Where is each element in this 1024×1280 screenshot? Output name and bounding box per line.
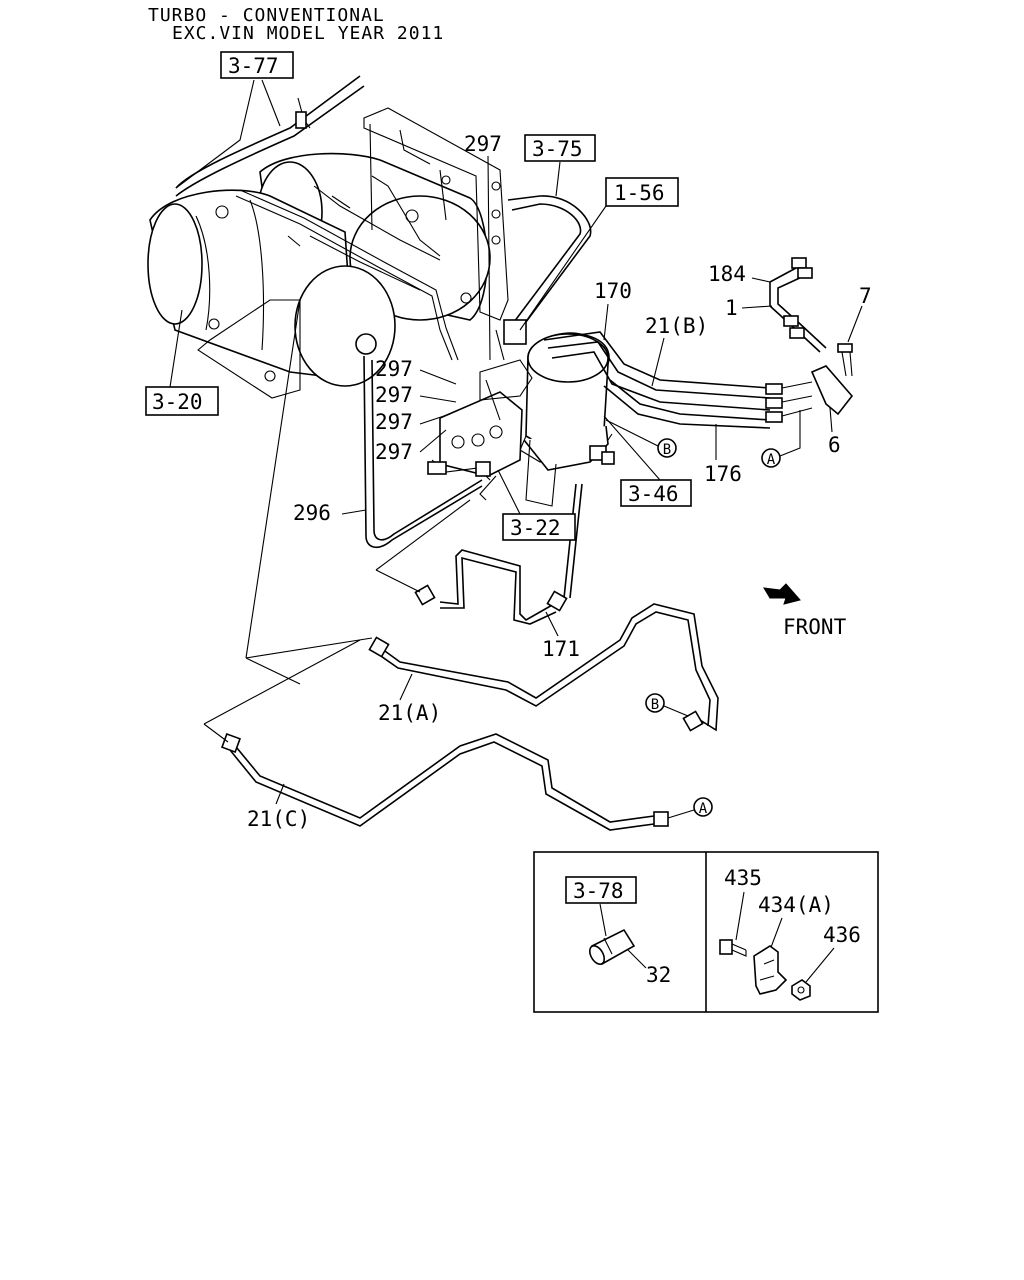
nut-436-icon: [791, 979, 811, 1001]
label-32: 32: [646, 963, 671, 987]
ref-3-77[interactable]: 3-77: [220, 51, 294, 79]
air-tank-assembly: [147, 75, 509, 399]
front-arrow-icon: [763, 583, 801, 605]
label-176: 176: [704, 462, 742, 486]
svg-text:B: B: [651, 697, 659, 713]
ref-1-56[interactable]: 1-56: [605, 177, 679, 207]
label-171: 171: [542, 637, 580, 661]
svg-text:B: B: [663, 442, 671, 458]
connector-a-upper: A: [761, 448, 781, 468]
label-1: 1: [725, 296, 738, 320]
svg-text:3-22: 3-22: [510, 516, 561, 540]
svg-text:3-78: 3-78: [573, 879, 624, 903]
label-297-c: 297: [375, 410, 413, 434]
connector-b-lower: B: [645, 693, 665, 713]
label-296: 296: [293, 501, 331, 525]
front-label: FRONT: [783, 615, 847, 639]
label-434a: 434(A): [758, 893, 834, 917]
svg-text:A: A: [699, 801, 708, 817]
label-184: 184: [708, 262, 746, 286]
air-dryer-assembly: [427, 319, 615, 507]
ref-3-46[interactable]: 3-46: [620, 479, 692, 507]
label-6: 6: [828, 433, 841, 457]
label-297-a: 297: [375, 357, 413, 381]
label-297-b: 297: [375, 383, 413, 407]
label-7: 7: [859, 284, 872, 308]
label-436: 436: [823, 923, 861, 947]
svg-text:3-20: 3-20: [152, 390, 203, 414]
ref-3-75[interactable]: 3-75: [524, 134, 596, 162]
connector-b-upper: B: [657, 438, 677, 458]
label-170: 170: [594, 279, 632, 303]
bolt-435-icon: [719, 939, 747, 957]
connector-a-lower: A: [693, 797, 713, 817]
label-21a: 21(A): [378, 701, 441, 725]
sleeve-32-icon: [588, 928, 636, 966]
header-line-2: EXC.VIN MODEL YEAR 2011: [172, 23, 444, 44]
label-435: 435: [724, 866, 762, 890]
label-21c: 21(C): [247, 807, 310, 831]
svg-text:A: A: [767, 452, 776, 468]
clip-434a-icon: [753, 945, 788, 995]
label-297-top: 297: [464, 132, 502, 156]
svg-text:1-56: 1-56: [614, 181, 665, 205]
ref-3-22[interactable]: 3-22: [502, 513, 576, 541]
ref-3-20[interactable]: 3-20: [145, 386, 219, 416]
svg-text:3-75: 3-75: [532, 137, 583, 161]
label-21b: 21(B): [645, 314, 708, 338]
svg-text:3-77: 3-77: [228, 54, 279, 78]
ref-3-78[interactable]: 3-78: [565, 876, 637, 904]
label-297-d: 297: [375, 440, 413, 464]
header-line-1: TURBO - CONVENTIONAL: [148, 5, 385, 26]
svg-text:3-46: 3-46: [628, 482, 679, 506]
